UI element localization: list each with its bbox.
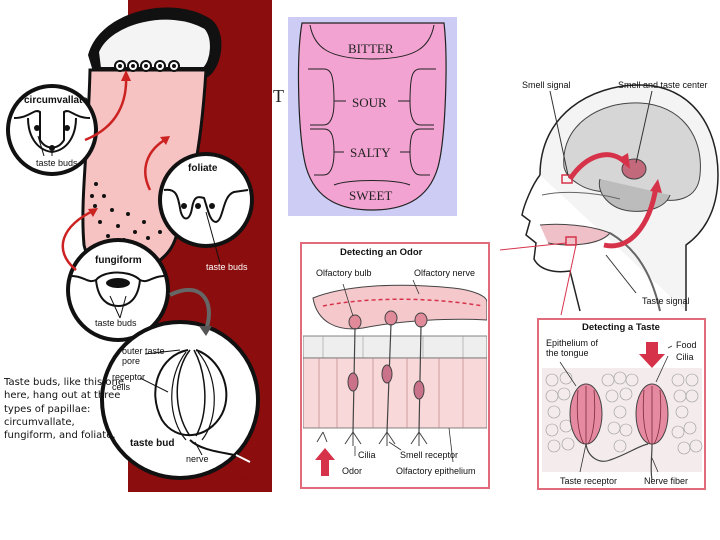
bitter-label: BITTER bbox=[348, 41, 394, 56]
nerve-fiber-label: Nerve fiber bbox=[644, 476, 689, 486]
taste-bud-caption: Taste buds, like this one here, hang out… bbox=[4, 377, 124, 442]
fungiform-circle bbox=[66, 238, 170, 342]
odor-panel-title: Detecting an Odor bbox=[340, 247, 423, 258]
circumvallate-label: circumvallate bbox=[24, 95, 88, 106]
foliate-buds-label: taste buds bbox=[206, 262, 248, 272]
cilia-label: Cilia bbox=[358, 450, 376, 460]
receptor-cells-label: receptor cells bbox=[112, 372, 146, 392]
odor-illustration bbox=[303, 279, 487, 476]
to-brain-label: to the brain bbox=[230, 462, 255, 483]
fungiform-dots bbox=[90, 182, 162, 242]
smell-taste-center-label: Smell and taste center bbox=[618, 80, 708, 90]
circumvallate-circle bbox=[6, 84, 98, 176]
taste-cilia-label: Cilia bbox=[676, 352, 694, 362]
taste-bud-label: taste bud bbox=[130, 438, 175, 449]
olfactory-epithelium-label: Olfactory epithelium bbox=[396, 466, 476, 476]
nerve-label: nerve bbox=[186, 454, 209, 464]
food-label: Food bbox=[676, 340, 697, 350]
taste-signal-label: Taste signal bbox=[642, 296, 690, 306]
smell-signal-label: Smell signal bbox=[522, 80, 571, 90]
foliate-label: foliate bbox=[188, 163, 218, 174]
outer-taste-pore-label: outer taste pore bbox=[122, 346, 165, 366]
epithelium-label: Epithelium of the tongue bbox=[546, 338, 599, 358]
tongue-map bbox=[288, 17, 457, 216]
sour-label: SOUR bbox=[352, 95, 387, 110]
olfactory-bulb-label: Olfactory bulb bbox=[316, 268, 372, 278]
circumvallate-buds-label: taste buds bbox=[36, 158, 78, 168]
stray-letter: T bbox=[273, 86, 284, 106]
fungiform-label: fungiform bbox=[95, 255, 142, 266]
odor-label: Odor bbox=[342, 466, 363, 476]
taste-receptor-label: Taste receptor bbox=[560, 476, 618, 486]
olfactory-nerve-label: Olfactory nerve bbox=[414, 268, 476, 278]
smell-receptor-label: Smell receptor bbox=[400, 450, 459, 460]
foliate-circle bbox=[158, 152, 254, 248]
taste-panel-title: Detecting a Taste bbox=[582, 322, 660, 333]
connector-arrows bbox=[61, 73, 169, 271]
salty-label: SALTY bbox=[350, 145, 391, 160]
zoom-arrow bbox=[169, 288, 211, 331]
taste-illustration bbox=[542, 342, 703, 481]
head-cross-section bbox=[500, 84, 719, 315]
sweet-label: SWEET bbox=[349, 188, 393, 203]
taste-bud-circle bbox=[100, 320, 260, 480]
tongue-papillae-illustration bbox=[6, 0, 272, 492]
fungiform-buds-label: taste buds bbox=[95, 318, 137, 328]
